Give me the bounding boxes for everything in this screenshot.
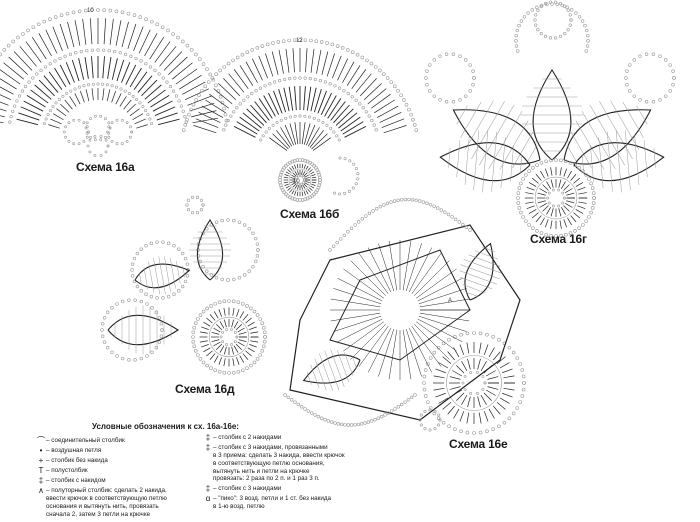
row-number-b-top: 12: [296, 38, 303, 44]
legend-item: ‡– столбик с накидом: [36, 477, 201, 485]
legend-item: •– воздушная петля: [36, 447, 201, 455]
caption-16e: Схема 16е: [449, 437, 508, 451]
legend-left: ⌒– соединительный столбик •– воздушная п…: [36, 437, 201, 520]
legend-right: ‡– столбик с 2 накидами ‡– столбик с 3 н…: [203, 434, 373, 513]
legend-title: Условные обозначения к сх. 16а-16е:: [92, 422, 239, 431]
mark-a-label: A: [448, 298, 452, 304]
diagram-16d: [100, 195, 267, 375]
caption-16a: Схема 16а: [76, 160, 135, 174]
half-double-crochet-icon: T: [38, 466, 44, 475]
diagram-16g: [424, 0, 676, 238]
caption-16b: Схема 16б: [280, 207, 340, 221]
legend-item: ‡– столбик с 3 накидами: [203, 485, 373, 493]
legend-item: T– полустолбик: [36, 467, 201, 475]
legend-item: ∧– полуторный столбик: сделать 2 накида,…: [36, 487, 201, 518]
single-crochet-icon: +: [38, 456, 44, 465]
treble-crochet-icon: ‡: [205, 433, 211, 442]
diagram-16b: [181, 38, 419, 202]
legend-item: ɑ– "пико": 3 возд. петли и 1 ст. без нак…: [203, 495, 373, 511]
legend-item: ‡– столбик с 2 накидами: [203, 434, 373, 442]
slip-stitch-icon: ⌒: [37, 436, 45, 445]
triple-crochet-icon: ‡: [205, 484, 211, 494]
row-number-a: 10: [87, 8, 94, 14]
picot-icon: ɑ: [205, 494, 211, 504]
legend-item: +– столбик без накида: [36, 457, 201, 465]
caption-16g: Схема 16г: [530, 232, 587, 246]
legend-item: ‡– столбик с 3 накидами, провязанными в …: [203, 444, 373, 483]
cluster-stitch-icon: ‡: [205, 443, 211, 452]
diagram-16e: [283, 197, 526, 435]
caption-16d: Схема 16д: [175, 382, 235, 396]
chain-stitch-icon: •: [39, 446, 43, 455]
row-number-b-mid: 10: [293, 179, 300, 185]
legend-item: ⌒– соединительный столбик: [37, 436, 125, 445]
double-crochet-icon: ‡: [38, 476, 44, 485]
diagram-16a: [0, 8, 229, 157]
half-stitch-icon: ∧: [38, 486, 44, 495]
